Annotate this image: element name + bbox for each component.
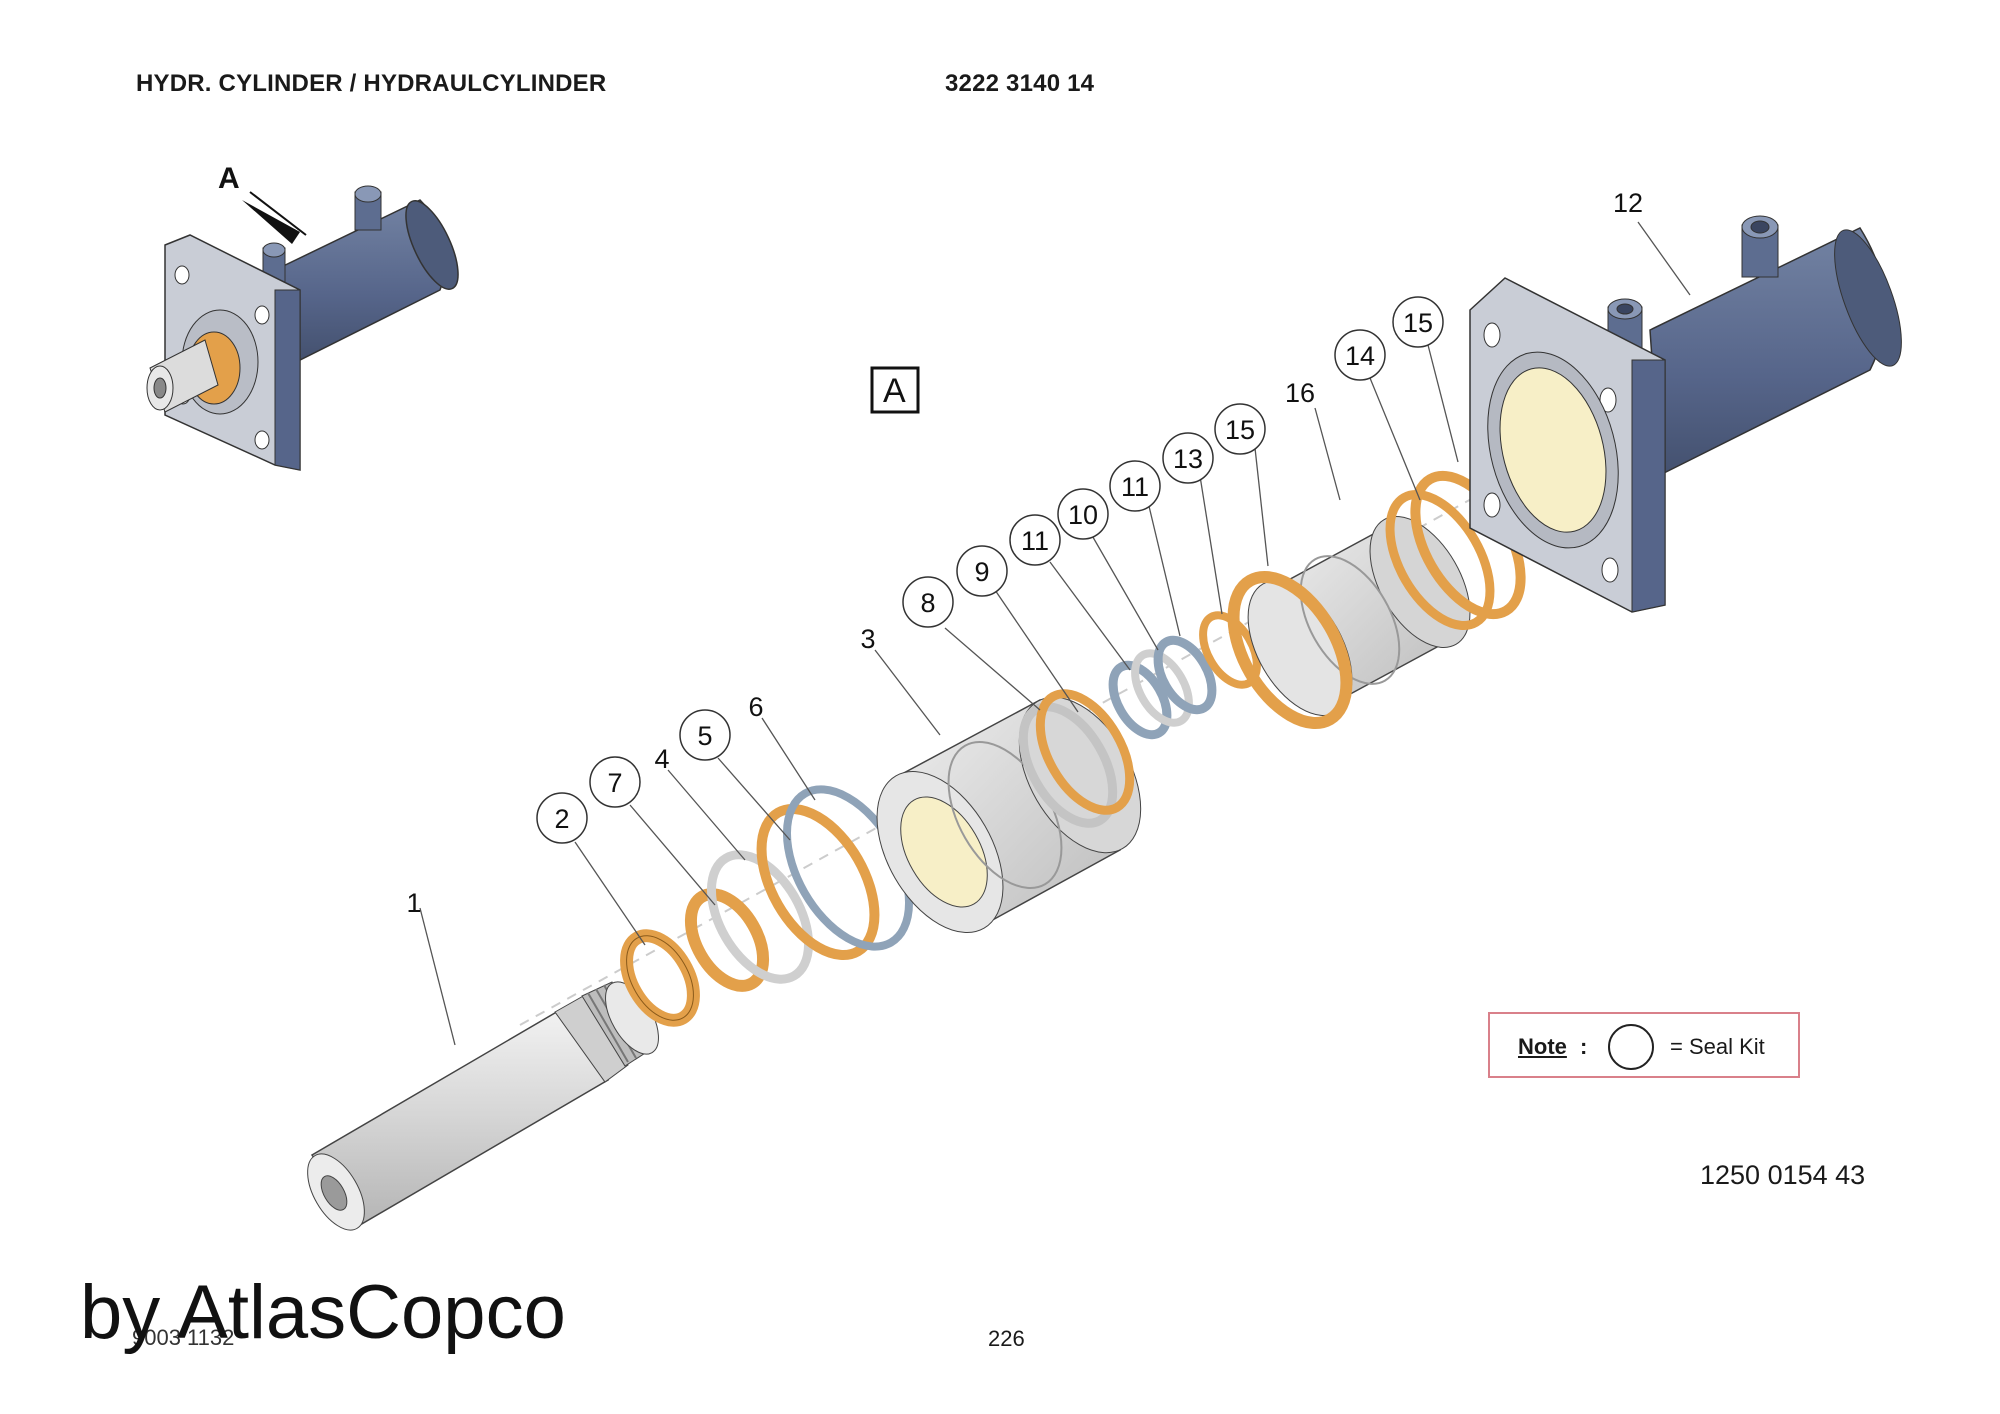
leader-lines bbox=[419, 221, 1691, 1046]
part-13-seal bbox=[1199, 611, 1261, 689]
part-4-snap-ring bbox=[706, 850, 814, 984]
part-9-seal bbox=[1035, 689, 1135, 815]
seal-rings-left bbox=[620, 785, 914, 1027]
callout-3: 3 bbox=[860, 624, 875, 654]
part-number: 3222 3140 14 bbox=[945, 70, 1095, 97]
part-11-ring-b bbox=[1153, 635, 1217, 715]
callout-13: 13 bbox=[1173, 444, 1203, 474]
seal-kit-note: Note : = Seal Kit bbox=[1488, 1012, 1800, 1078]
callout-7: 7 bbox=[607, 768, 622, 798]
callout-6: 6 bbox=[748, 692, 763, 722]
callout-circle-9 bbox=[956, 545, 1008, 597]
callout-4: 4 bbox=[654, 744, 669, 774]
callout-12: 12 bbox=[1613, 188, 1643, 218]
watermark: by AtlasCopco bbox=[80, 1270, 566, 1355]
note-circle-symbol bbox=[1608, 1024, 1654, 1070]
view-label-boxed: A bbox=[883, 372, 906, 410]
callout-circle-13 bbox=[1162, 432, 1214, 484]
part-10-ring bbox=[1131, 649, 1193, 727]
view-label-box bbox=[870, 366, 920, 414]
callout-circle-15a bbox=[1214, 403, 1266, 455]
callout-1: 1 bbox=[406, 888, 421, 918]
callout-circle-15b bbox=[1392, 296, 1444, 348]
part-8-ring bbox=[1018, 702, 1118, 828]
page-title: HYDR. CYLINDER / HYDRAULCYLINDER bbox=[136, 70, 607, 97]
callout-10: 10 bbox=[1068, 500, 1098, 530]
callout-circle-10 bbox=[1057, 488, 1109, 540]
part-15-band-a bbox=[1227, 571, 1353, 729]
cylinder-barrel bbox=[1469, 215, 1902, 613]
part-11-ring-a bbox=[1108, 660, 1172, 740]
footer-code: 9003 1132 bbox=[132, 1325, 235, 1350]
callout-2: 2 bbox=[554, 804, 569, 834]
page-number: 226 bbox=[988, 1326, 1025, 1351]
callout-5: 5 bbox=[697, 721, 712, 751]
callout-8: 8 bbox=[920, 588, 935, 618]
callout-15b: 15 bbox=[1403, 308, 1433, 338]
callout-14: 14 bbox=[1345, 341, 1375, 371]
callout-9: 9 bbox=[974, 557, 989, 587]
callout-circle-8 bbox=[902, 576, 954, 628]
part-5-seal bbox=[756, 804, 880, 960]
callout-circle-11b bbox=[1109, 460, 1161, 512]
view-arrow-label: A bbox=[218, 162, 240, 195]
note-label: Note bbox=[1518, 1034, 1567, 1059]
part-14-seal bbox=[1385, 490, 1495, 630]
callout-circle-2 bbox=[536, 792, 588, 844]
callout-circle-7 bbox=[589, 756, 641, 808]
part-7-ring bbox=[684, 888, 770, 992]
callout-circle-14 bbox=[1334, 329, 1386, 381]
assembly-view-small bbox=[146, 185, 459, 471]
note-colon: : bbox=[1580, 1034, 1588, 1059]
drawing-reference: 1250 0154 43 bbox=[1700, 1160, 1866, 1190]
callout-circle-5 bbox=[679, 709, 731, 761]
note-text: = Seal Kit bbox=[1670, 1034, 1765, 1059]
callout-11a: 11 bbox=[1021, 526, 1049, 556]
seal-kit-callouts bbox=[536, 296, 1444, 844]
callout-circle-11a bbox=[1009, 514, 1061, 566]
gland bbox=[876, 696, 1142, 934]
callout-15a: 15 bbox=[1225, 415, 1255, 445]
callout-16: 16 bbox=[1285, 378, 1315, 408]
seal-rings-middle bbox=[1018, 611, 1261, 828]
piston-rod bbox=[307, 981, 659, 1231]
callout-11b: 11 bbox=[1121, 472, 1149, 502]
